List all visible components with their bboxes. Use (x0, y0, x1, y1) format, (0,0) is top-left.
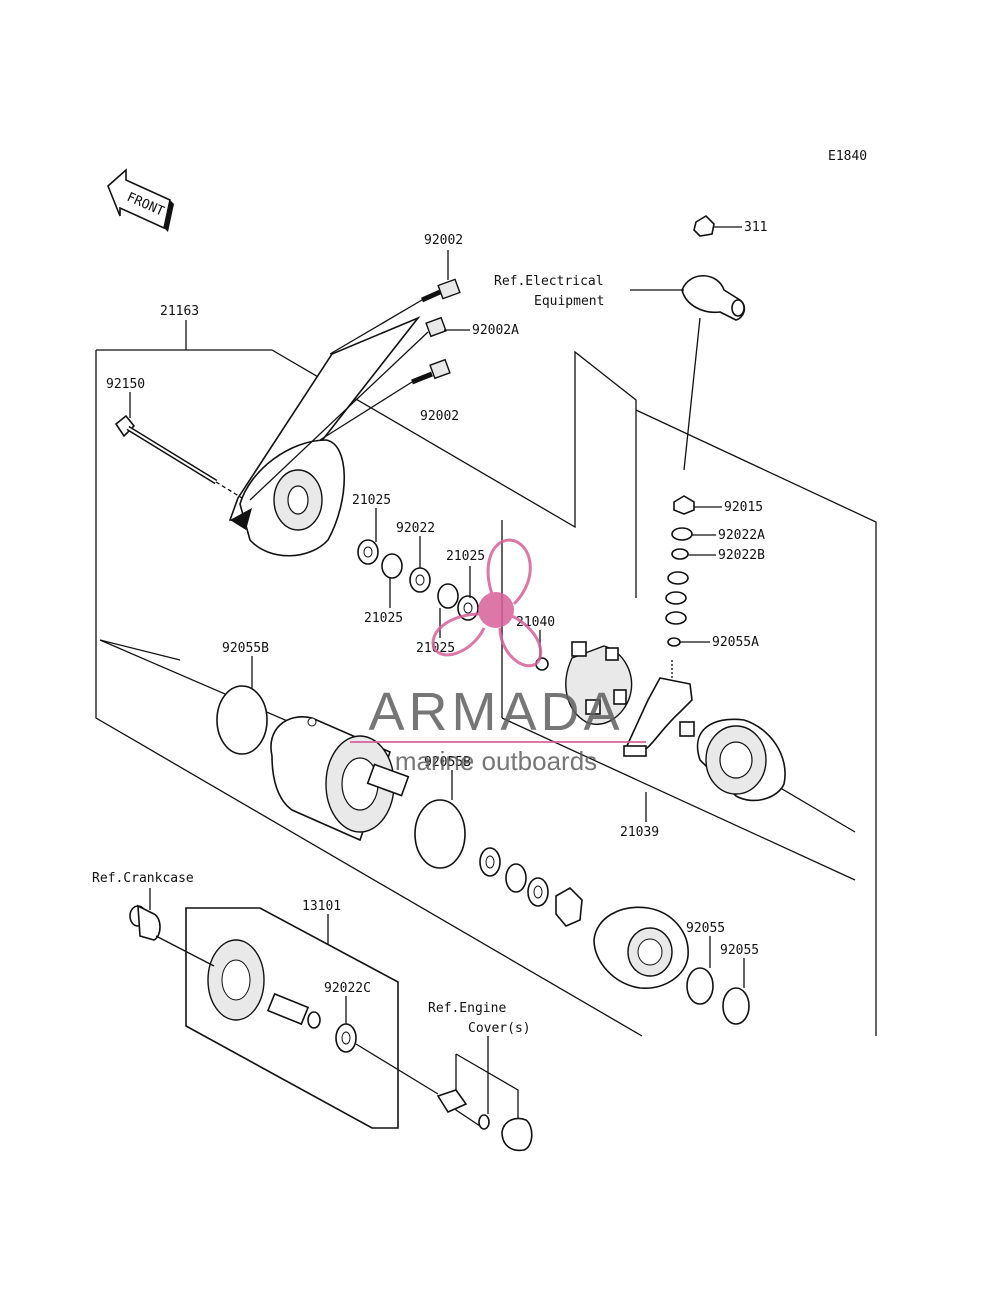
bolt-92002-mid (319, 358, 451, 441)
bolt-92002-top (329, 278, 461, 355)
part-number-92002A: 92002A (472, 323, 519, 338)
part-number-92150: 92150 (106, 377, 145, 392)
rear-end-cover (696, 718, 786, 802)
brush-holder (623, 677, 695, 757)
diagram-code: E1840 (828, 149, 867, 164)
front-washer-set (479, 847, 583, 927)
watermark-tagline: marine outboards (395, 746, 597, 776)
o-ring-92055-b (722, 987, 750, 1025)
watermark-brand: ARMADA (368, 682, 623, 742)
part-number-92055B-a: 92055B (222, 641, 269, 656)
washer-stack (665, 495, 695, 690)
washer-92022C (335, 1023, 439, 1095)
armada-watermark: ARMADA marine outboards (350, 538, 646, 776)
part-number-92002-top: 92002 (424, 233, 463, 248)
engine-cover-parts (436, 1053, 533, 1152)
part-number-92055A: 92055A (712, 635, 759, 650)
small-washers (357, 539, 479, 621)
part-number-21025-b: 21025 (446, 549, 485, 564)
part-number-13101: 13101 (302, 899, 341, 914)
part-number-92015: 92015 (724, 500, 763, 515)
starter-bracket (228, 316, 421, 557)
o-ring-92055B-b (414, 799, 466, 869)
ref-crankcase: Ref.Crankcase (92, 871, 194, 886)
front-end-cover (593, 906, 689, 989)
part-number-311: 311 (744, 220, 767, 235)
part-number-21039: 21039 (620, 825, 659, 840)
part-number-92055B-b: 92055B (424, 755, 471, 770)
part-number-21163: 21163 (160, 304, 199, 319)
long-bolt (114, 414, 243, 499)
terminal-cap (681, 214, 746, 471)
part-number-21025-c: 21025 (364, 611, 403, 626)
front-arrow-icon: FRONT (107, 168, 174, 232)
part-number-92022B: 92022B (718, 548, 765, 563)
part-number-92022: 92022 (396, 521, 435, 536)
ref-engine-cover-line1: Ref.Engine (428, 1001, 506, 1016)
bolt-92002A (249, 316, 447, 501)
part-number-92055-b: 92055 (720, 943, 759, 958)
ref-electrical-line1: Ref.Electrical (494, 274, 604, 289)
ref-engine-cover-line2: Cover(s) (468, 1021, 531, 1036)
bushing-crankcase (129, 904, 215, 967)
propeller-logo-icon (431, 538, 543, 668)
part-number-21025-a: 21025 (352, 493, 391, 508)
starter-motor-yoke (270, 716, 410, 842)
commutator-brushes (535, 641, 633, 725)
part-number-92055-a: 92055 (686, 921, 725, 936)
o-ring-92055-a (686, 967, 714, 1005)
ref-electrical-line2: Equipment (534, 294, 604, 309)
part-number-92022A: 92022A (718, 528, 765, 543)
starter-clutch-assembly (185, 907, 399, 1129)
o-ring-92055B-a (216, 685, 268, 755)
part-number-92022C: 92022C (324, 981, 371, 996)
part-number-92002-mid: 92002 (420, 409, 459, 424)
